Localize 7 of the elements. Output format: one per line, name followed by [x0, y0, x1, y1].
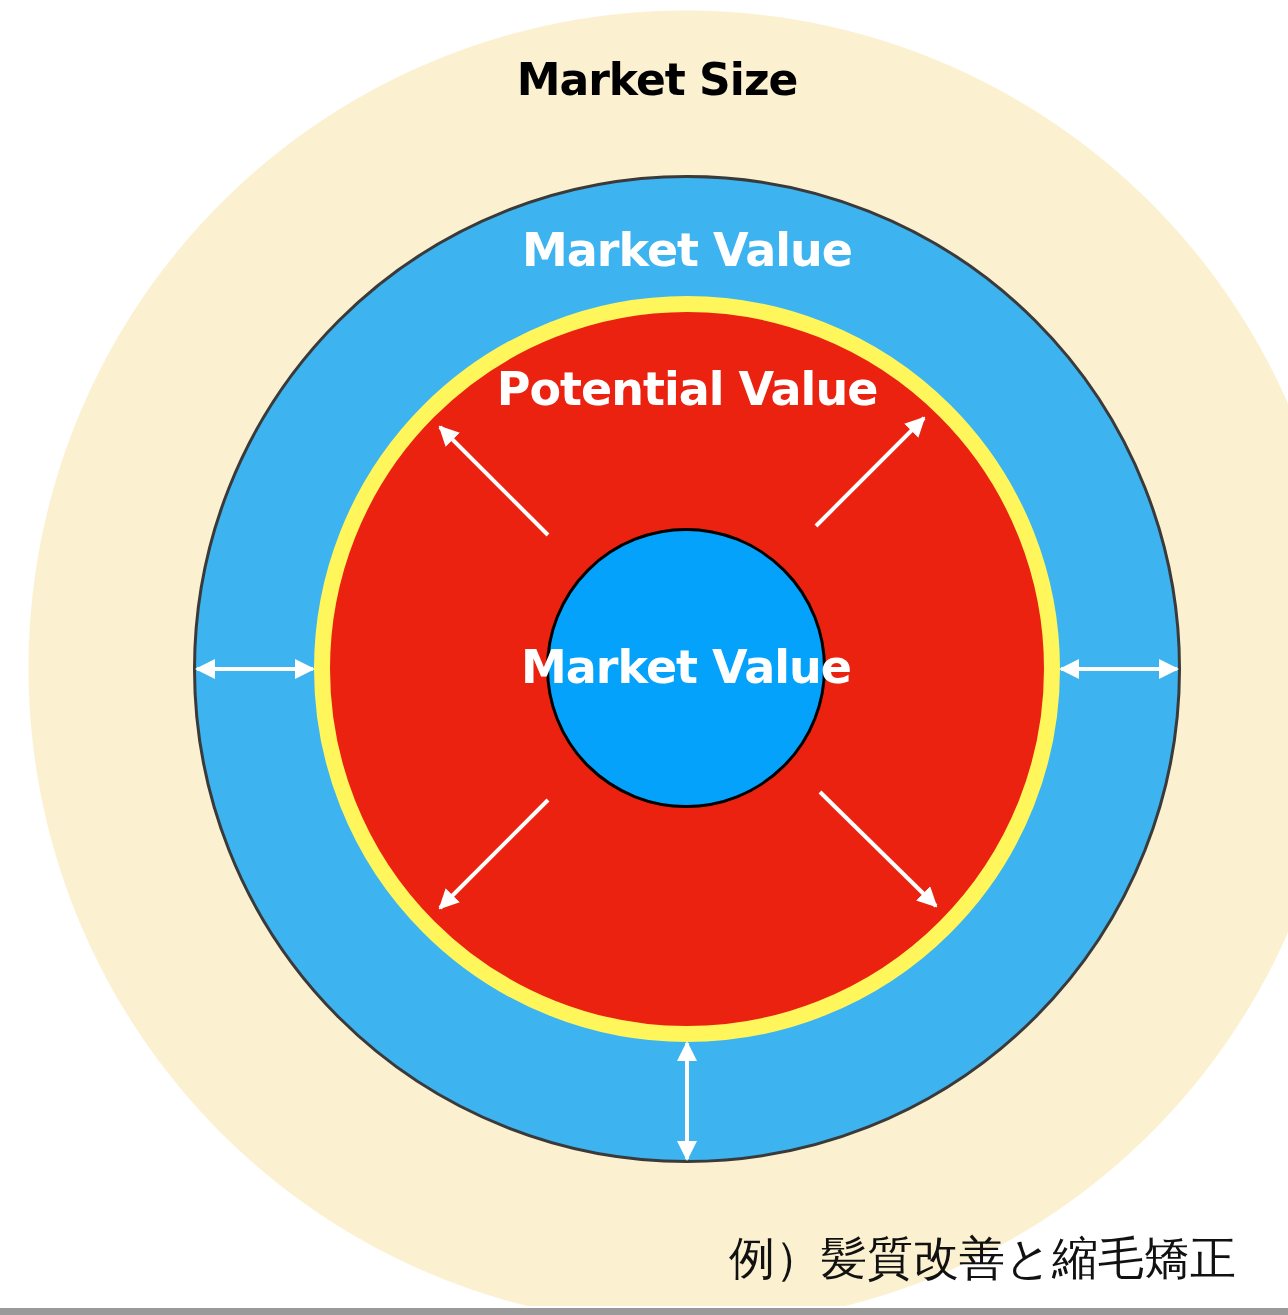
double-arrow — [195, 659, 315, 679]
double-arrow — [1059, 659, 1179, 679]
circle-label: Potential Value — [496, 362, 878, 416]
double-arrow — [677, 1041, 697, 1161]
example-note: 例）髪質改善と縮毛矯正 — [729, 1230, 1236, 1287]
circle-label: Market Value — [522, 223, 852, 277]
circle-label: Market Size — [516, 54, 798, 105]
